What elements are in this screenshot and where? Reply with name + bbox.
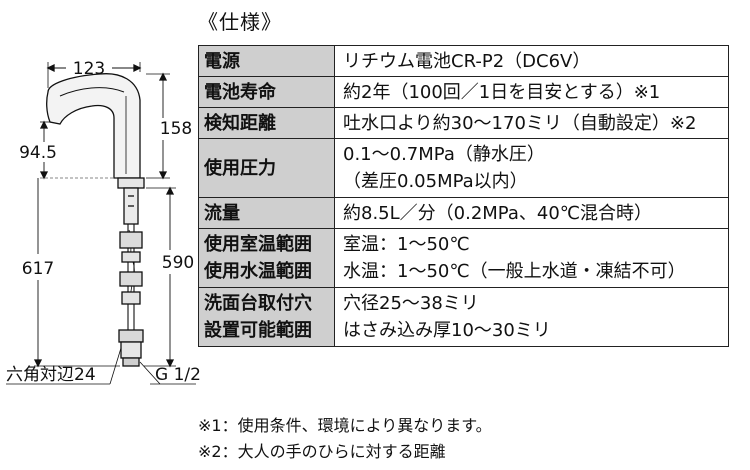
spec-row: 電源 リチウム電池CR-P2（DC6V） xyxy=(198,45,729,77)
sensor-valve xyxy=(119,231,143,249)
spec-row: 検知距離 吐水口より約30～170ミリ（自動設定）※2 xyxy=(198,107,729,139)
dim-total-label: 617 xyxy=(22,259,54,279)
spec-title: 《仕様》 xyxy=(198,10,282,34)
spec-value-line: 0.1～0.7MPa（静水圧） xyxy=(343,144,545,165)
spec-label-line: 流量 xyxy=(204,202,240,224)
spec-value: 約8.5L／分（0.2MPa、40℃混合時） xyxy=(334,197,729,229)
faucet-dimension-drawing: 123 158 94.5 617 590 六角対辺24 G 1/2 xyxy=(6,59,200,385)
spec-value: 0.1～0.7MPa（静水圧） （差圧0.05MPa以内） xyxy=(334,138,729,198)
spec-label: 電池寿命 xyxy=(198,76,335,108)
spec-row: 使用圧力 0.1～0.7MPa（静水圧） （差圧0.05MPa以内） xyxy=(198,138,729,198)
dim-spout-height-label: 158 xyxy=(160,119,192,139)
spec-label: 洗面台取付穴設置可能範囲 xyxy=(198,287,335,347)
spec-value: 約2年（100回／1日を目安とする）※1 xyxy=(334,76,729,108)
spec-row: 洗面台取付穴設置可能範囲穴径25～38ミリはさみ込み厚10～30ミリ xyxy=(198,287,729,347)
spec-label-line: 使用水温範囲 xyxy=(204,261,312,282)
hex-fitting xyxy=(118,329,144,343)
spec-value: 吐水口より約30～170ミリ（自動設定）※2 xyxy=(334,107,729,139)
spec-label-line: 電源 xyxy=(204,50,240,72)
spec-value-line: 水温：1～50℃（一般上水道・凍結不可） xyxy=(343,261,686,282)
spec-label-line: 検知距離 xyxy=(204,112,276,134)
spec-label-line: 電池寿命 xyxy=(204,81,276,103)
spec-value: リチウム電池CR-P2（DC6V） xyxy=(334,45,729,77)
spec-value-line: 室温：1～50℃ xyxy=(343,234,470,255)
spec-label-line: 使用圧力 xyxy=(204,157,276,179)
faucet-base xyxy=(117,177,145,189)
spec-label-line: 設置可能範囲 xyxy=(204,320,312,341)
spec-value-line: 穴径25～38ミリ xyxy=(343,293,479,314)
spec-value-line: はさみ込み厚10～30ミリ xyxy=(343,320,551,341)
hex-size-label: 六角対辺24 xyxy=(6,365,96,385)
spec-label-line: 使用室温範囲 xyxy=(204,234,312,255)
thread-size-label: G 1/2 xyxy=(155,365,200,385)
spec-value-line: 約2年（100回／1日を目安とする）※1 xyxy=(343,81,661,103)
spec-label: 流量 xyxy=(198,197,335,229)
spec-label: 検知距離 xyxy=(198,107,335,139)
dim-width-label: 123 xyxy=(73,59,105,79)
spec-row: 流量 約8.5L／分（0.2MPa、40℃混合時） xyxy=(198,197,729,229)
dim-spout-reach-label: 94.5 xyxy=(19,143,57,163)
dim-shank-label: 590 xyxy=(162,253,194,273)
spec-label: 使用圧力 xyxy=(198,138,335,198)
footnote-2: ※2：大人の手のひらに対する距離 xyxy=(198,442,446,461)
spec-value-line: 吐水口より約30～170ミリ（自動設定）※2 xyxy=(343,112,697,134)
spec-value-line: （差圧0.05MPa以内） xyxy=(343,171,528,192)
spec-value-line: リチウム電池CR-P2（DC6V） xyxy=(343,50,591,72)
footnote-1: ※1：使用条件、環境により異なります。 xyxy=(198,416,492,435)
spec-label: 電源 xyxy=(198,45,335,77)
spec-table: 電源 リチウム電池CR-P2（DC6V） 電池寿命 約2年（100回／1日を目安とする… xyxy=(198,45,729,347)
spec-row: 電池寿命 約2年（100回／1日を目安とする）※1 xyxy=(198,76,729,108)
spec-value: 穴径25～38ミリはさみ込み厚10～30ミリ xyxy=(334,287,729,347)
spec-value-line: 約8.5L／分（0.2MPa、40℃混合時） xyxy=(343,202,653,224)
spec-value: 室温：1～50℃ 水温：1～50℃（一般上水道・凍結不可） xyxy=(334,228,729,288)
spec-label: 使用室温範囲使用水温範囲 xyxy=(198,228,335,288)
spec-label-line: 洗面台取付穴 xyxy=(204,293,312,314)
